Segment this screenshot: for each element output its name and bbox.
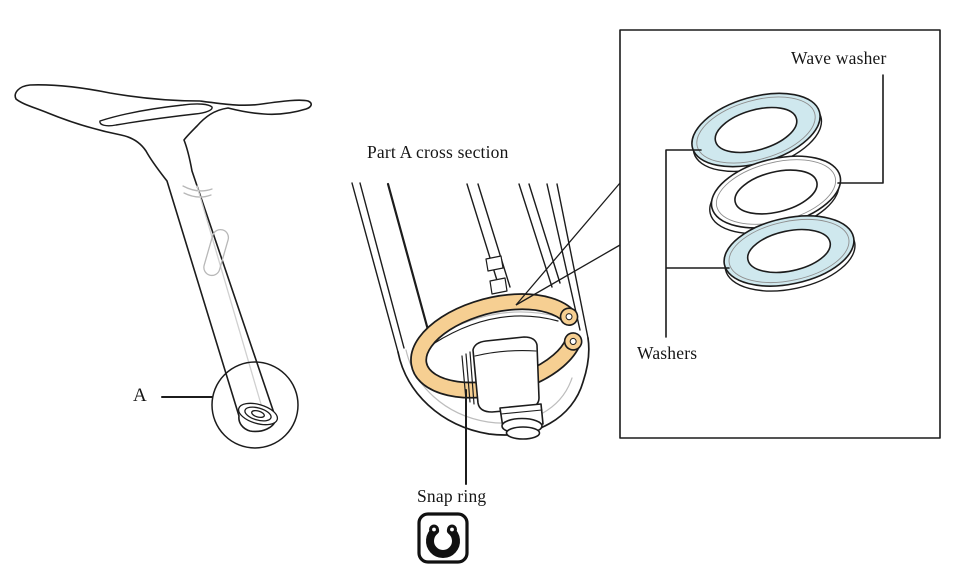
washers-bracket-line <box>665 149 730 338</box>
wave-washer-leader-line <box>837 74 884 184</box>
washer-top <box>691 92 823 173</box>
cross-section-figure <box>351 182 590 485</box>
washer-middle-wave <box>709 155 842 235</box>
detail-box-figure <box>619 29 941 439</box>
cartridge-end-cap <box>505 426 541 440</box>
washer-bottom <box>723 215 856 292</box>
saddle-cutout <box>99 103 213 127</box>
wave-washer-label: Wave washer <box>791 48 887 68</box>
marker-a-label: A <box>133 385 147 406</box>
detail-a-circle <box>211 361 299 449</box>
callout-wedge <box>515 182 621 306</box>
part-a-caption: Part A cross section <box>367 142 509 162</box>
tube-wall-lines <box>351 182 589 353</box>
snap-ring-label: Snap ring <box>417 486 487 506</box>
saddle-seatpost-figure <box>14 84 312 449</box>
snap-ring-icon <box>417 512 469 564</box>
washers-label: Washers <box>637 343 698 363</box>
tube-wall-notches <box>485 255 508 295</box>
seatpost-inner-details <box>182 185 264 412</box>
saddle-outline <box>14 84 312 433</box>
bolt-cartridge <box>461 336 544 440</box>
cartridge-body <box>472 336 540 413</box>
snap-ring-icon-art <box>417 512 469 564</box>
post-end-bolt <box>237 402 279 426</box>
